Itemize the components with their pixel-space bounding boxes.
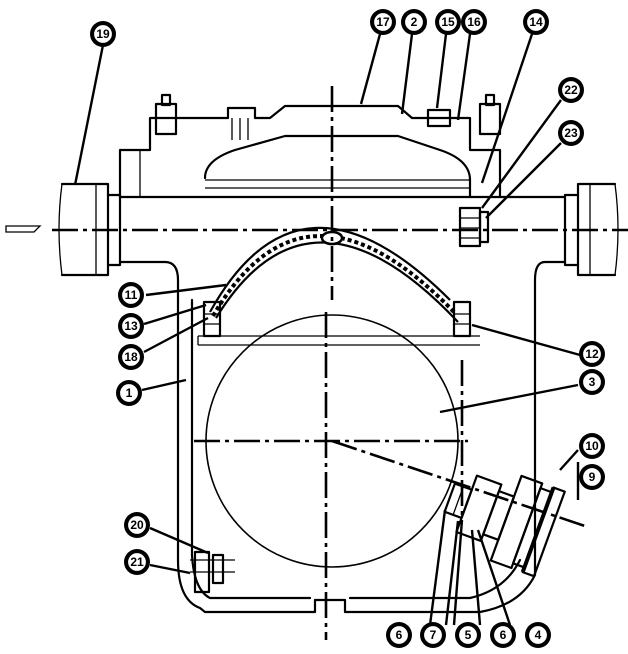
balloon-3: 3 [579, 369, 605, 395]
thermostatic-element [209, 226, 459, 323]
svg-text:4: 4 [535, 628, 542, 642]
balloon-6-left: 6 [386, 622, 412, 648]
centre-lines [52, 86, 628, 640]
svg-text:16: 16 [467, 15, 481, 29]
svg-text:10: 10 [585, 439, 599, 453]
balloon-20: 20 [124, 512, 150, 538]
svg-text:1: 1 [126, 386, 133, 400]
svg-text:23: 23 [564, 126, 578, 140]
flow-arrow [5, 225, 42, 233]
balloon-15: 15 [435, 9, 461, 35]
svg-text:2: 2 [411, 15, 418, 29]
balloon-16: 16 [461, 9, 487, 35]
balloon-21: 21 [124, 549, 150, 575]
balloon-17: 17 [370, 9, 396, 35]
svg-text:21: 21 [130, 555, 144, 569]
svg-text:14: 14 [529, 15, 543, 29]
balloon-10: 10 [579, 433, 605, 459]
svg-text:17: 17 [376, 15, 390, 29]
svg-text:18: 18 [124, 350, 138, 364]
balloon-13: 13 [118, 313, 144, 339]
svg-text:6: 6 [396, 628, 403, 642]
svg-text:12: 12 [585, 347, 599, 361]
balloon-9: 9 [579, 464, 605, 490]
balloon-2: 2 [401, 9, 427, 35]
svg-text:5: 5 [465, 628, 472, 642]
balloon-7: 7 [420, 622, 446, 648]
balloon-23: 23 [558, 120, 584, 146]
balloon-19: 19 [90, 21, 116, 47]
balloon-14: 14 [523, 9, 549, 35]
svg-text:11: 11 [125, 288, 138, 302]
cover [118, 93, 502, 199]
balloon-4: 4 [525, 622, 551, 648]
balloon-11: 11 [118, 282, 144, 308]
svg-text:15: 15 [441, 15, 455, 29]
svg-text:19: 19 [96, 27, 110, 41]
balloon-6-right: 6 [490, 622, 516, 648]
side-plug [458, 206, 490, 248]
balloon-18: 18 [118, 344, 144, 370]
balloon-5: 5 [455, 622, 481, 648]
balloon-1: 1 [116, 380, 142, 406]
svg-text:6: 6 [500, 628, 507, 642]
balloon-22: 22 [558, 77, 584, 103]
balloon-12: 12 [579, 341, 605, 367]
svg-text:13: 13 [124, 319, 138, 333]
svg-text:20: 20 [130, 518, 144, 532]
svg-text:22: 22 [564, 83, 578, 97]
leader-lines [73, 33, 581, 626]
svg-text:9: 9 [589, 470, 596, 484]
svg-text:7: 7 [430, 628, 437, 642]
svg-text:3: 3 [589, 375, 596, 389]
